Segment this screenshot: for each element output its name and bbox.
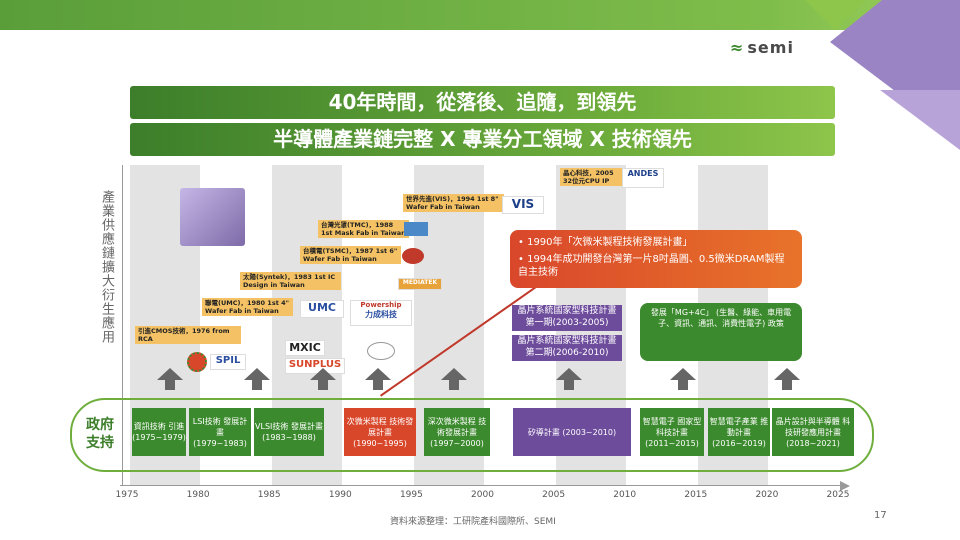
x-tick-label: 2020 — [755, 490, 779, 500]
source-note: 資料來源整理：工研院產科國際所、SEMI — [390, 517, 556, 527]
milestone-umc: 聯電(UMC)，1980 1st 4" Wafer Fab in Taiwan — [202, 298, 293, 316]
page-number: 17 — [874, 510, 887, 521]
mg4c-policy-box: 發展「MG+4C」 (生醫、綠能、車用電子、資訊、通訊、消費性電子) 政策 — [640, 303, 802, 361]
x-tick-label: 1995 — [399, 490, 423, 500]
x-tick-label: 2005 — [542, 490, 566, 500]
up-arrow-icon — [310, 368, 336, 390]
gov-program: 矽導計畫 (2003~2010) — [513, 408, 631, 456]
x-tick-label: 1990 — [328, 490, 352, 500]
gov-program: 智慧電子 國家型科技計畫 (2011~2015) — [640, 408, 704, 456]
gov-program: 晶片設計與半導體 科技研發應用計畫 (2018~2021) — [772, 408, 854, 456]
x-tick-label: 2015 — [684, 490, 708, 500]
milestone-tmc: 台灣光罩(TMC)，1988 1st Mask Fab in Taiwan — [318, 220, 409, 238]
up-arrow-icon — [365, 368, 391, 390]
gov-program: LSI技術 發展計畫 (1979~1983) — [189, 408, 251, 456]
soc-program-phase1: 晶片系統國家型科技計畫 第一期(2003-2005) — [512, 305, 622, 331]
milestone-cmos: 引進CMOS技術，1976 from RCA — [135, 326, 241, 344]
policy-highlight-box: • 1990年「次微米製程技術發展計畫」 • 1994年成功開發台灣第一片8吋晶… — [510, 230, 802, 288]
gov-program: 智慧電子產業 推動計畫 (2016~2019) — [708, 408, 770, 456]
milestone-vis: 世界先進(VIS)，1994 1st 8" Wafer Fab in Taiwa… — [403, 194, 504, 212]
slide-title: 40年時間，從落後、追隨，到領先 — [130, 86, 835, 119]
nanya-logo-icon — [367, 342, 395, 360]
up-arrow-icon — [670, 368, 696, 390]
andes-logo: ANDES — [622, 168, 664, 188]
x-tick-label: 1980 — [186, 490, 210, 500]
soc-program-phase2: 晶片系統國家型科技計畫 第二期(2006-2010) — [512, 335, 622, 361]
spil-logo: SPIL — [210, 354, 246, 370]
up-arrow-icon — [441, 368, 467, 390]
x-axis-arrow-icon — [840, 481, 850, 491]
umc-logo: UMC — [300, 300, 344, 318]
x-tick-label: 2000 — [471, 490, 494, 500]
mxic-logo: MXIC — [285, 340, 325, 356]
x-tick-label: 1975 — [115, 490, 139, 500]
top-banner — [0, 0, 960, 30]
wafer-image — [180, 188, 245, 246]
gov-program: 次微米製程 技術發展計畫 (1990~1995) — [344, 408, 416, 456]
up-arrow-icon — [774, 368, 800, 390]
gov-program: VLSI技術 發展計畫 (1983~1988) — [254, 408, 324, 456]
gov-support-title: 政府支持 — [86, 417, 114, 451]
tmc-logo-icon — [404, 222, 428, 236]
vis-logo: VIS — [502, 196, 544, 214]
x-tick-label: 1985 — [257, 490, 281, 500]
milestone-tsmc: 台積電(TSMC)，1987 1st 6" Wafer Fab in Taiwa… — [300, 246, 401, 264]
x-tick-label: 2025 — [826, 490, 850, 500]
semi-logo: ≈semi — [730, 38, 794, 57]
milestone-syntek: 太陽(Syntek)，1983 1st IC Design in Taiwan — [240, 272, 341, 290]
up-arrow-icon — [244, 368, 270, 390]
gov-program: 資訊技術 引進 (1975~1979) — [132, 408, 186, 456]
milestone-andes: 晶心科技，2005 32位元CPU IP — [560, 168, 626, 186]
x-tick-label: 2010 — [613, 490, 637, 500]
decor-purple-2 — [880, 90, 960, 150]
y-axis-label: 產業供應鏈擴大衍生應用 — [99, 190, 114, 344]
gov-program: 深次微米製程 技術發展計畫 (1997~2000) — [424, 408, 490, 456]
gov-support-frame — [70, 398, 874, 472]
ase-logo-icon — [187, 352, 207, 372]
up-arrow-icon — [157, 368, 183, 390]
up-arrow-icon — [556, 368, 582, 390]
tsmc-logo-icon — [402, 248, 424, 264]
y-axis — [122, 165, 123, 485]
slide-subtitle: 半導體產業鏈完整 X 專業分工領域 X 技術領先 — [130, 123, 835, 156]
mediatek-logo: MEDIATEK — [398, 278, 442, 290]
swoosh-icon: ≈ — [730, 38, 745, 57]
x-axis — [120, 485, 845, 486]
